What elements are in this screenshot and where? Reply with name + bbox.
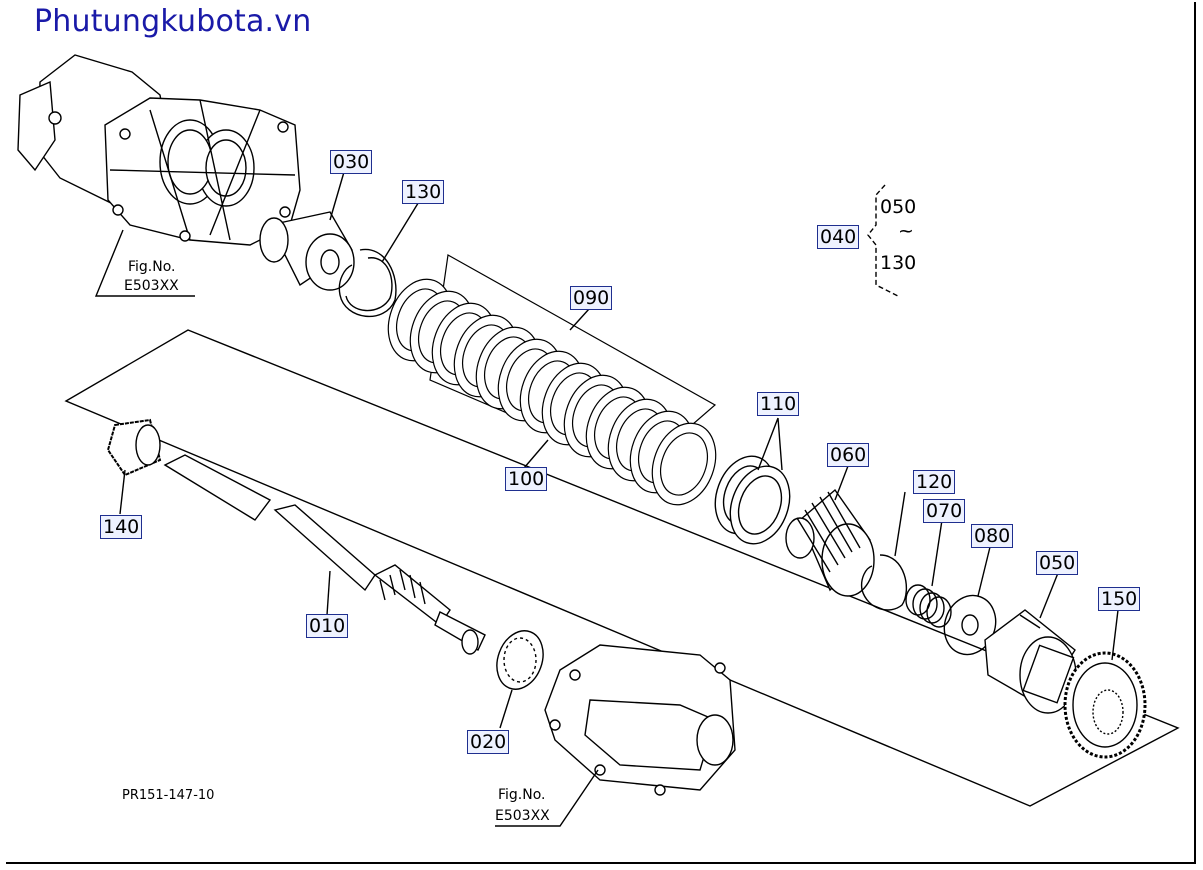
part-callout-040[interactable]: 040 [817,225,860,249]
figure-ref-bottom-label: Fig.No. [498,787,546,803]
part-callout-130[interactable]: 130 [402,180,445,204]
part-callout-150[interactable]: 150 [1098,587,1141,611]
gear-150 [1063,651,1147,759]
part-callout-100[interactable]: 100 [505,467,548,491]
rings-110 [714,455,791,545]
drum-050 [984,609,1077,714]
sleeve-030 [259,211,355,291]
part-callout-050[interactable]: 050 [1036,551,1079,575]
snap-ring-120 [860,554,907,611]
leader-fig-bottom [495,769,599,827]
part-callout-080[interactable]: 080 [971,524,1014,548]
pinion-140 [106,418,162,477]
spring-070 [905,584,952,628]
part-callout-140[interactable]: 140 [100,515,143,539]
drawing-frame [6,2,1196,864]
clutch-disc [651,422,717,506]
range-end-label: 130 [880,252,917,274]
leader-fig-top [94,229,195,297]
drawing-code: PR151-147-10 [122,788,215,803]
clutch-housing-left [17,54,301,246]
clutch-disc [660,432,708,496]
part-callout-090[interactable]: 090 [570,286,613,310]
part-callout-120[interactable]: 120 [913,470,956,494]
part-callout-020[interactable]: 020 [467,730,510,754]
range-tilde: ~ [898,220,914,242]
part-callout-010[interactable]: 010 [306,614,349,638]
clutch-housing-right [544,644,736,796]
part-callout-030[interactable]: 030 [330,150,373,174]
brand-logo-text[interactable]: Phutungkubota.vn [34,4,312,39]
figure-ref-bottom-code[interactable]: E503XX [495,808,550,824]
shaft-010 [163,454,486,655]
hub-060 [785,488,875,597]
figure-ref-top-code[interactable]: E503XX [124,278,179,294]
part-callout-060[interactable]: 060 [827,443,870,467]
assembly-bracket [867,184,899,297]
part-callout-110[interactable]: 110 [757,392,800,416]
clutch-disc-stack [387,254,717,506]
range-start-label: 050 [880,196,917,218]
figure-ref-top-label: Fig.No. [128,259,176,275]
bearing-020 [496,630,544,690]
part-callout-070[interactable]: 070 [923,499,966,523]
